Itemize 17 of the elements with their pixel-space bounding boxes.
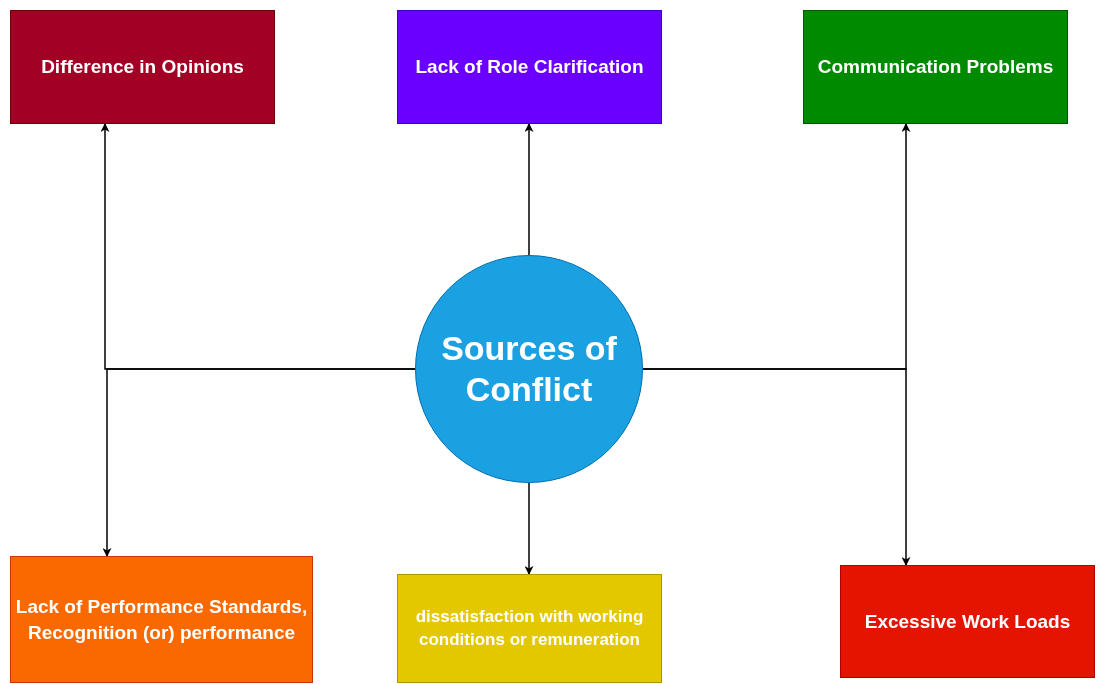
node-label: Excessive Work Loads (864, 609, 1071, 634)
connector-arrow (642, 368, 911, 566)
node-label: dissatisfaction with working conditions or remuneration (414, 605, 645, 651)
node-label: Communication Problems (817, 55, 1054, 80)
connector-arrow (524, 482, 534, 575)
node-label: Lack of Performance Standards, Recognition (or) performance (15, 594, 308, 645)
cause-box (10, 556, 313, 683)
node-label: Lack of Role Clarification (415, 55, 644, 80)
connector-arrow (524, 123, 534, 256)
node-label: Sources of Conflict (440, 328, 618, 410)
cause-box (397, 574, 662, 683)
cause-box (10, 10, 275, 124)
cause-box (803, 10, 1068, 124)
cause-box (397, 10, 662, 124)
cause-box (840, 565, 1095, 678)
connector-arrow (102, 368, 416, 557)
node-label: Difference in Opinions (41, 55, 244, 80)
